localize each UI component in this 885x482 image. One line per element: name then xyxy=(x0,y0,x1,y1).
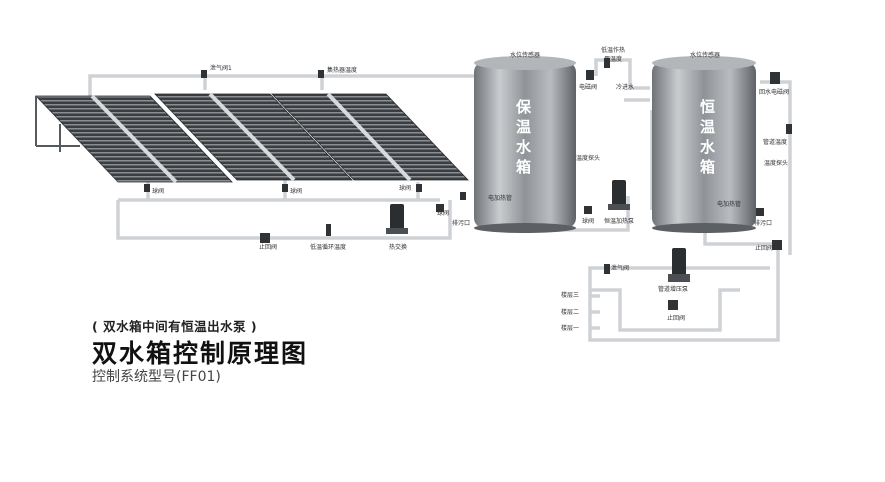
ball-valve-icon xyxy=(282,184,288,192)
label-heater-1: 电加热管 xyxy=(488,194,512,202)
solenoid-valve-icon xyxy=(770,72,780,84)
component-labels: 泄气阀1 集热器温度 球阀 球阀 球阀 球阀 止回阀 低温循环温度 热交换 水位… xyxy=(152,46,789,332)
ball-valve-icon xyxy=(584,206,592,214)
label-vent-2: 泄气阀 xyxy=(611,264,629,272)
pipe-booster xyxy=(590,288,740,332)
tank-right-name-3: 水 xyxy=(700,138,716,156)
label-solenoid-1: 电磁阀 xyxy=(579,83,597,91)
caption-model: 控制系统型号(FF01) xyxy=(92,369,221,385)
label-ball-valve-a: 球阀 xyxy=(152,187,164,195)
temp-sensor-icon xyxy=(326,224,331,236)
label-drain-1: 排污口 xyxy=(452,219,470,227)
pump-heat-exchange xyxy=(386,204,408,234)
label-temp-probe-2: 温度探头 xyxy=(764,159,788,167)
tank-left-name-3: 水 xyxy=(516,138,532,156)
check-valve-icon xyxy=(668,300,678,310)
pipe-circ-loop xyxy=(116,198,452,240)
heater-icon xyxy=(460,192,466,200)
label-heat-exchange: 热交换 xyxy=(389,243,407,251)
ball-valve-icon xyxy=(436,204,444,212)
label-collector-temp: 集热器温度 xyxy=(327,66,357,74)
vent-valve-icon xyxy=(604,264,610,274)
label-cold-in: 冷进水 xyxy=(616,83,634,91)
check-valve-icon xyxy=(772,240,782,250)
ball-valve-icon xyxy=(416,184,422,192)
label-floor-2: 楼层二 xyxy=(561,308,579,316)
label-drain-2: 排污口 xyxy=(754,219,772,227)
tank-left: 保 温 水 箱 xyxy=(474,56,576,233)
collector-frame xyxy=(35,96,80,152)
label-const-temp-pump: 恒温加热泵 xyxy=(604,217,634,225)
drain-valve-icon xyxy=(756,208,764,216)
label-heater-2: 电加热管 xyxy=(717,200,741,208)
temp-sensor-icon xyxy=(786,124,792,134)
tank-right: 恒 温 水 箱 xyxy=(652,56,756,233)
tank-right-name-2: 温 xyxy=(700,118,715,136)
caption-title: 双水箱控制原理图 xyxy=(92,339,309,368)
pipe-cold-in xyxy=(594,58,650,90)
valve-markers xyxy=(144,58,792,310)
temp-sensor-icon xyxy=(604,58,610,68)
pump-booster xyxy=(668,248,690,282)
pipe-return xyxy=(760,80,792,255)
tank-right-name-1: 恒 xyxy=(700,98,715,116)
label-reheat-temp: 用温度 xyxy=(604,55,622,63)
label-check-valve-2: 止回阀 xyxy=(755,244,773,252)
label-return-solenoid: 回水电磁阀 xyxy=(759,88,789,96)
pipe-floor-taps xyxy=(590,294,600,330)
label-ball-valve-e: 球阀 xyxy=(582,217,594,225)
pipe-collector-risers xyxy=(203,76,324,90)
label-check-valve-3: 止回阀 xyxy=(667,314,685,322)
label-floor-1: 楼层一 xyxy=(561,324,579,332)
solar-collector-array xyxy=(35,92,469,184)
label-temp-probe-1: 温度探头 xyxy=(576,154,600,162)
tank-right-name-4: 箱 xyxy=(700,158,715,176)
label-booster-pump: 管道增压泵 xyxy=(658,285,688,293)
temp-sensor-icon xyxy=(318,70,324,78)
solenoid-valve-icon xyxy=(586,70,594,80)
label-ball-valve-c: 球阀 xyxy=(399,184,411,192)
label-low-temp-circ: 低温循环温度 xyxy=(310,243,346,251)
ball-valve-icon xyxy=(144,184,150,192)
tank-left-name-4: 箱 xyxy=(516,158,531,176)
label-low-temp-reheat: 低温作热 xyxy=(601,46,625,54)
label-ball-valve-d: 球阀 xyxy=(437,209,449,217)
collector-headers xyxy=(90,92,412,184)
label-check-valve-1: 止回阀 xyxy=(259,243,277,251)
label-pipe-temp: 管道温度 xyxy=(763,138,787,146)
pump-const-temp xyxy=(608,180,630,210)
label-ball-valve-b: 球阀 xyxy=(290,187,302,195)
pipe-hot-header xyxy=(88,74,474,96)
pipe-supply-loop xyxy=(588,232,780,342)
caption-subtitle: ( 双水箱中间有恒温出水泵 ) xyxy=(92,319,258,334)
label-floor-3: 楼层三 xyxy=(561,291,579,299)
label-vent-1: 泄气阀1 xyxy=(210,64,232,72)
label-level-sensor-2: 水位传感器 xyxy=(690,51,720,59)
label-level-sensor-1: 水位传感器 xyxy=(510,51,540,59)
check-valve-icon xyxy=(260,233,270,243)
tank-left-name-1: 保 xyxy=(515,98,532,116)
tank-left-name-2: 温 xyxy=(516,118,531,136)
vent-valve-icon xyxy=(201,70,207,78)
